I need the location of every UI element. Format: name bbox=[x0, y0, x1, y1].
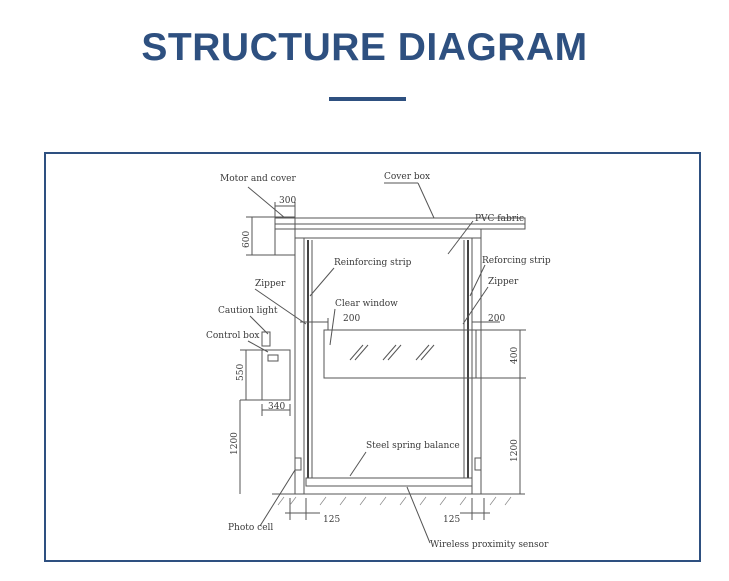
label-reinforcing-strip-right: Reforcing strip bbox=[482, 256, 551, 266]
label-pvc-fabric: PVC fabric bbox=[475, 214, 524, 224]
caution-light bbox=[261, 331, 271, 347]
control-box bbox=[261, 349, 291, 401]
dim-motor-width: 300 bbox=[279, 196, 296, 206]
dim-window-left-offset: 200 bbox=[343, 314, 360, 324]
motor-cover bbox=[274, 216, 296, 256]
photo-cell-right bbox=[474, 457, 482, 471]
dim-control-box-width: 340 bbox=[268, 402, 285, 412]
label-zipper-left: Zipper bbox=[255, 279, 286, 289]
dim-window-height: 400 bbox=[510, 347, 520, 364]
bottom-bar bbox=[305, 477, 473, 487]
label-clear-window: Clear window bbox=[335, 299, 398, 309]
page-title: STRUCTURE DIAGRAM bbox=[141, 26, 588, 69]
title-underline bbox=[329, 97, 406, 101]
dim-window-bottom-height: 1200 bbox=[510, 439, 520, 462]
clear-window bbox=[323, 329, 477, 379]
left-guide bbox=[294, 237, 305, 495]
label-zipper-right: Zipper bbox=[488, 277, 519, 287]
label-control-box: Control box bbox=[206, 331, 259, 341]
label-motor-and-cover: Motor and cover bbox=[220, 174, 296, 184]
label-caution-light: Caution light bbox=[218, 306, 278, 316]
dim-photo-cell-left: 125 bbox=[323, 515, 340, 525]
label-photo-cell: Photo cell bbox=[228, 523, 273, 533]
label-reinforcing-strip-left: Reinforcing strip bbox=[334, 258, 412, 268]
photo-cell-left bbox=[294, 457, 302, 471]
dim-window-right-offset: 200 bbox=[488, 314, 505, 324]
label-wireless-proximity-sensor: Wireless proximity sensor bbox=[430, 540, 549, 550]
dim-motor-height: 600 bbox=[242, 231, 252, 248]
dim-control-box-mount-height: 1200 bbox=[230, 432, 240, 455]
dim-photo-cell-right: 125 bbox=[443, 515, 460, 525]
top-rail bbox=[294, 228, 482, 239]
label-steel-spring-balance: Steel spring balance bbox=[366, 441, 460, 451]
dim-control-box-height: 550 bbox=[236, 364, 246, 381]
label-cover-box: Cover box bbox=[384, 172, 430, 182]
